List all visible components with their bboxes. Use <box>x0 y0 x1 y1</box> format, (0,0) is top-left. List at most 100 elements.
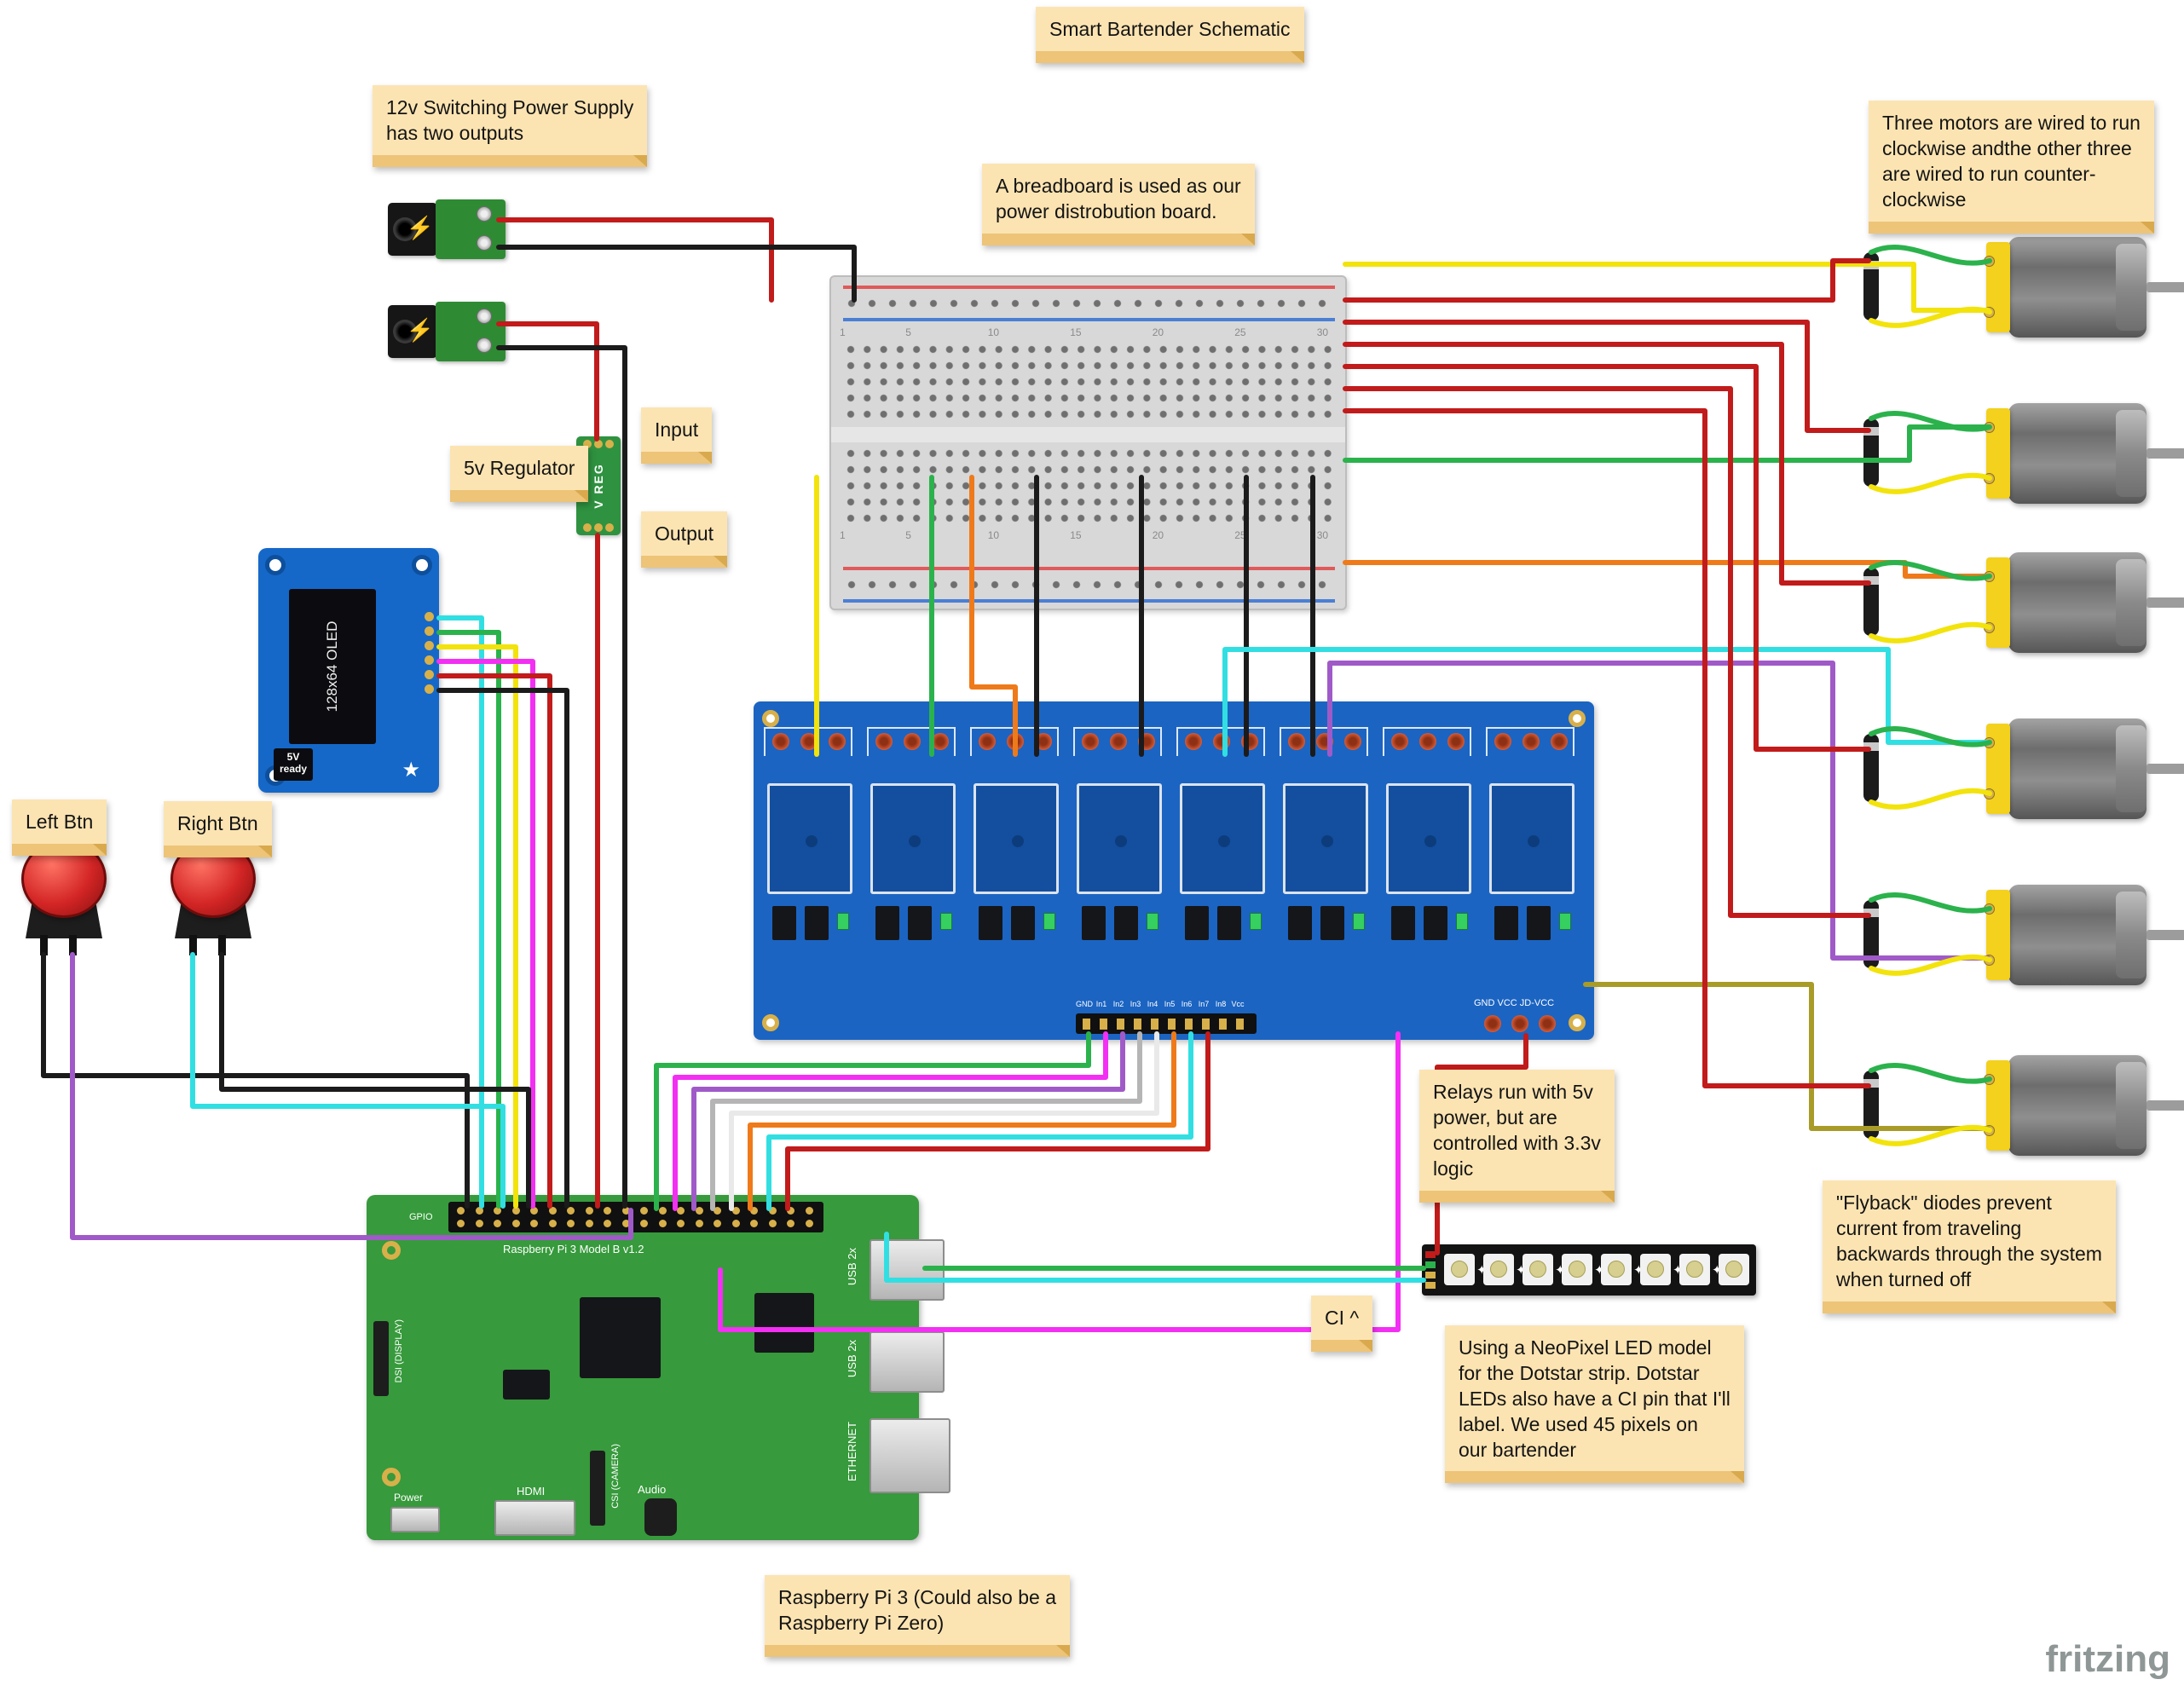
note-left-btn[interactable]: Left Btn <box>12 799 107 856</box>
relay-screw-terminal[interactable] <box>1073 727 1162 756</box>
wire[interactable] <box>496 245 857 303</box>
wire[interactable] <box>766 1031 1193 1211</box>
wire[interactable] <box>1343 560 1990 579</box>
wire[interactable] <box>1869 726 1992 747</box>
wire[interactable] <box>436 630 501 1209</box>
flyback-diode[interactable] <box>1863 1071 1879 1139</box>
relay[interactable] <box>870 783 956 894</box>
note-regulator[interactable]: 5v Regulator <box>450 446 589 502</box>
wire[interactable] <box>1343 342 1871 586</box>
flyback-diode[interactable] <box>1863 734 1879 802</box>
wire[interactable] <box>691 1031 1125 1211</box>
relay-screw-terminal[interactable] <box>1176 727 1265 756</box>
raspberry-pi-board[interactable]: GPIO Raspberry Pi 3 Model B v1.2 USB 2x … <box>367 1195 950 1540</box>
note-title[interactable]: Smart Bartender Schematic <box>1036 7 1304 63</box>
wire[interactable] <box>1869 1063 1992 1084</box>
relay-screw-terminal[interactable] <box>970 727 1059 756</box>
gpio-pin <box>494 1207 501 1215</box>
breadboard-column-label: 20 <box>1152 529 1164 541</box>
wire[interactable] <box>1869 245 1992 266</box>
wire[interactable] <box>219 952 531 1209</box>
gpio-pin <box>585 1207 593 1215</box>
wire[interactable] <box>1343 364 1871 752</box>
wire[interactable] <box>190 952 506 1209</box>
relay[interactable] <box>1386 783 1471 894</box>
relay[interactable] <box>1180 783 1265 894</box>
wire[interactable] <box>436 615 484 1209</box>
relay-screw-terminal[interactable] <box>1486 727 1574 756</box>
dc-motor[interactable] <box>1984 403 2184 504</box>
note-neopixel[interactable]: Using a NeoPixel LED model for the Dotst… <box>1445 1325 1744 1484</box>
relay[interactable] <box>1283 783 1368 894</box>
relay[interactable] <box>1077 783 1162 894</box>
wire[interactable] <box>673 1031 1108 1211</box>
wire[interactable] <box>1343 320 1871 433</box>
note-motors[interactable]: Three motors are wired to run clockwise … <box>1869 101 2154 234</box>
note-right-btn[interactable]: Right Btn <box>164 801 272 857</box>
wire[interactable] <box>785 1031 1210 1211</box>
flyback-diode[interactable] <box>1863 252 1879 320</box>
relay-screw-terminal[interactable] <box>867 727 956 756</box>
dc-motor[interactable] <box>1984 885 2184 985</box>
wire[interactable] <box>496 321 599 442</box>
relay-screw-terminal[interactable] <box>1280 727 1368 756</box>
wire[interactable] <box>496 217 774 303</box>
wire[interactable] <box>1869 560 1992 581</box>
wire[interactable] <box>1583 982 1990 1131</box>
relay-screw-terminal[interactable] <box>1383 727 1471 756</box>
note-psu[interactable]: 12v Switching Power Supply has two outpu… <box>373 85 648 167</box>
oled-display[interactable]: 128x64 OLED 5V ready ★ <box>258 548 439 793</box>
note-input[interactable]: Input <box>641 407 713 464</box>
power-supply-jack-1[interactable]: ⚡ <box>388 198 507 262</box>
wire[interactable] <box>436 644 518 1209</box>
wire[interactable] <box>436 688 569 1209</box>
dc-motor[interactable] <box>1984 1055 2184 1156</box>
wire[interactable] <box>1869 1124 1992 1146</box>
power-supply-jack-2[interactable]: ⚡ <box>388 300 507 364</box>
wire[interactable] <box>654 1031 1091 1211</box>
wire[interactable] <box>436 659 535 1209</box>
relay[interactable] <box>1489 783 1574 894</box>
note-relay[interactable]: Relays run with 5v power, but are contro… <box>1419 1070 1615 1203</box>
relay-screw-terminal[interactable] <box>764 727 852 756</box>
wire[interactable] <box>748 1031 1176 1211</box>
wire[interactable] <box>710 1031 1142 1211</box>
flyback-diode[interactable] <box>1863 418 1879 487</box>
breadboard-column-label: 1 <box>840 529 846 541</box>
flyback-diode[interactable] <box>1863 568 1879 636</box>
wire[interactable] <box>1869 621 1992 644</box>
wire[interactable] <box>436 673 552 1209</box>
wire[interactable] <box>1869 306 1992 328</box>
wire[interactable] <box>1869 411 1992 432</box>
relay[interactable] <box>767 783 852 894</box>
wire[interactable] <box>1869 788 1992 810</box>
note-breadboard[interactable]: A breadboard is used as our power distro… <box>982 164 1255 245</box>
note-output[interactable]: Output <box>641 511 728 568</box>
push-button-left[interactable] <box>17 840 111 959</box>
relay[interactable] <box>974 783 1059 894</box>
flyback-diode[interactable] <box>1863 900 1879 968</box>
wire[interactable] <box>1869 954 1992 976</box>
wire[interactable] <box>1869 892 1992 914</box>
wire[interactable] <box>884 1232 1426 1283</box>
note-flyback[interactable]: "Flyback" diodes prevent current from tr… <box>1823 1180 2116 1313</box>
dc-motor[interactable] <box>1984 237 2184 338</box>
wire[interactable] <box>1343 258 1871 303</box>
wire[interactable] <box>1343 262 1990 313</box>
wire[interactable] <box>1869 472 1992 494</box>
wire[interactable] <box>729 1031 1159 1211</box>
wire[interactable] <box>41 952 470 1209</box>
push-button-right[interactable] <box>166 840 260 959</box>
relay-power-terminal[interactable]: GND VCC JD-VCC <box>1474 998 1580 1036</box>
dc-motor[interactable] <box>1984 552 2184 653</box>
wire[interactable] <box>1343 424 1990 463</box>
gpio-header[interactable] <box>448 1202 823 1232</box>
note-ci[interactable]: CI ^ <box>1311 1296 1373 1352</box>
led-strip[interactable]: ✦✦✦✦✦✦✦ <box>1422 1244 1756 1296</box>
motor-terminal <box>1984 737 1995 748</box>
dc-motor[interactable] <box>1984 719 2184 819</box>
note-pi[interactable]: Raspberry Pi 3 (Could also be a Raspberr… <box>765 1575 1070 1657</box>
